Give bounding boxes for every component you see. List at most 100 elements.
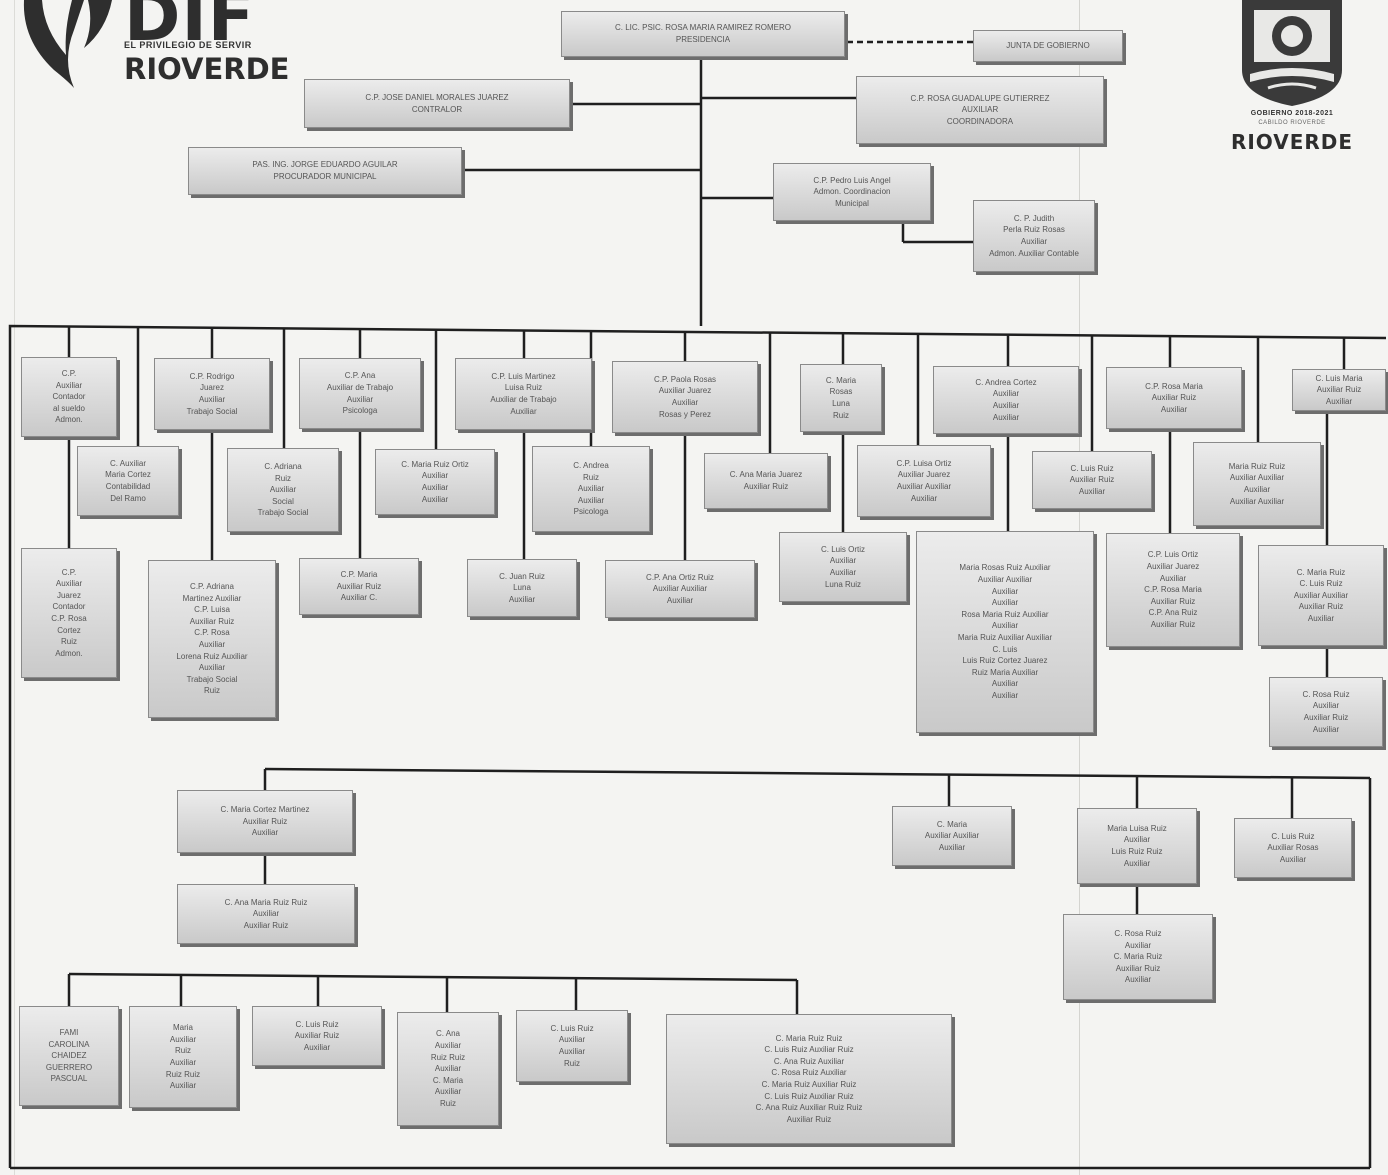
org-box-lower-r1-label: C. Maria Auxiliar Auxiliar Auxiliar bbox=[924, 819, 980, 852]
org-box-dept-8-sub-b-label: C.P. Luis Ortiz Auxiliar Juarez Auxiliar… bbox=[1144, 550, 1202, 629]
org-box-dept-7-sub-b: C. Luis Ruiz Auxiliar Ruiz Auxiliar bbox=[1032, 451, 1152, 509]
org-box-dept-9-sub-b-label: C. Rosa Ruiz Auxiliar Auxiliar Ruiz Auxi… bbox=[1302, 689, 1350, 734]
org-box-dept-9: C. Luis Maria Auxiliar Ruiz Auxiliar bbox=[1292, 369, 1386, 411]
org-box-presidencia-label: C. LIC. PSIC. ROSA MARIA RAMIREZ ROMERO … bbox=[614, 23, 792, 44]
org-box-bottom-3-label: C. Luis Ruiz Auxiliar Ruiz Auxiliar bbox=[294, 1019, 340, 1052]
org-box-dept-7: C. Andrea Cortez Auxiliar Auxiliar Auxil… bbox=[933, 366, 1079, 434]
org-box-dept-4: C.P. Luis Martinez Luisa Ruiz Auxiliar d… bbox=[455, 358, 592, 430]
org-box-dept-4-label: C.P. Luis Martinez Luisa Ruiz Auxiliar d… bbox=[490, 371, 557, 416]
org-box-dept-1-sub-a: C. Auxiliar Maria Cortez Contabilidad De… bbox=[77, 446, 179, 516]
org-box-procuraduria: PAS. ING. JORGE EDUARDO AGUILAR PROCURAD… bbox=[188, 147, 462, 195]
org-box-contralor-label: C.P. JOSE DANIEL MORALES JUAREZ CONTRALO… bbox=[365, 92, 509, 114]
org-box-dept-5-sub-a: C.P. Ana Ortiz Ruiz Auxiliar Auxiliar Au… bbox=[605, 560, 755, 618]
org-box-dept-2: C.P. Rodrigo Juarez Auxiliar Trabajo Soc… bbox=[154, 358, 270, 430]
org-box-bottom-4: C. Ana Auxiliar Ruiz Ruiz Auxiliar C. Ma… bbox=[397, 1012, 499, 1126]
org-box-dept-7-sub-b-label: C. Luis Ruiz Auxiliar Ruiz Auxiliar bbox=[1069, 463, 1115, 496]
org-box-lower-r2-sub: C. Rosa Ruiz Auxiliar C. Maria Ruiz Auxi… bbox=[1063, 914, 1213, 1000]
org-box-dept-8: C.P. Rosa Maria Auxiliar Ruiz Auxiliar bbox=[1106, 367, 1242, 429]
org-box-dept-3-sub-a: C. Maria Ruiz Ortiz Auxiliar Auxiliar Au… bbox=[375, 449, 495, 515]
org-box-bottom-2: Maria Auxiliar Ruiz Auxiliar Ruiz Ruiz A… bbox=[129, 1006, 237, 1108]
org-box-presidencia: C. LIC. PSIC. ROSA MARIA RAMIREZ ROMERO … bbox=[561, 11, 845, 57]
org-box-dept-4-sub-b-label: C. Juan Ruiz Luna Auxiliar bbox=[499, 571, 545, 604]
org-box-coordinacion: C.P. Pedro Luis Angel Admon. Coordinacio… bbox=[773, 163, 931, 221]
org-box-dept-7-sub-c: Maria Rosas Ruiz Auxiliar Auxiliar Auxil… bbox=[916, 531, 1094, 733]
org-box-dept-6-sub-b-label: C. Luis Ortiz Auxiliar Auxiliar Luna Rui… bbox=[820, 544, 865, 589]
org-box-dept-7-sub-a-label: C.P. Luisa Ortiz Auxiliar Juarez Auxilia… bbox=[896, 458, 952, 503]
org-box-lower-r3-label: C. Luis Ruiz Auxiliar Rosas Auxiliar bbox=[1267, 831, 1319, 864]
government-shield-icon bbox=[1242, 0, 1342, 106]
org-box-dept-5: C.P. Paola Rosas Auxiliar Juarez Auxilia… bbox=[612, 361, 758, 433]
org-box-lower-left-sub: C. Ana Maria Ruiz Ruiz Auxiliar Auxiliar… bbox=[177, 884, 355, 944]
government-years: GOBIERNO 2018-2021 bbox=[1250, 110, 1334, 117]
org-box-asistente: C. P. Judith Perla Ruiz Rosas Auxiliar A… bbox=[973, 200, 1095, 272]
org-box-dept-9-sub-a: C. Maria Ruiz C. Luis Ruiz Auxiliar Auxi… bbox=[1258, 545, 1384, 646]
org-box-dept-9-label: C. Luis Maria Auxiliar Ruiz Auxiliar bbox=[1315, 373, 1363, 406]
org-box-lower-left-sub-label: C. Ana Maria Ruiz Ruiz Auxiliar Auxiliar… bbox=[224, 897, 308, 930]
org-box-dept-7-sub-a: C.P. Luisa Ortiz Auxiliar Juarez Auxilia… bbox=[857, 445, 991, 517]
org-box-dept-1-label: C.P. Auxiliar Contador al sueldo Admon. bbox=[52, 369, 86, 425]
org-box-dept-4-sub-b: C. Juan Ruiz Luna Auxiliar bbox=[467, 559, 577, 617]
scan-edge-line bbox=[14, 0, 15, 1175]
org-box-dept-2-label: C.P. Rodrigo Juarez Auxiliar Trabajo Soc… bbox=[186, 371, 238, 416]
dif-logo: DIF EL PRIVILEGIO DE SERVIR RIOVERDE bbox=[14, 0, 289, 92]
org-box-dept-2-sub-a: C. Adriana Ruiz Auxiliar Social Trabajo … bbox=[227, 448, 339, 532]
dif-slogan: EL PRIVILEGIO DE SERVIR bbox=[124, 40, 252, 50]
org-box-dept-6: C. Maria Rosas Luna Ruiz bbox=[800, 364, 882, 432]
org-box-dept-3-sub-b: C.P. Maria Auxiliar Ruiz Auxiliar C. bbox=[299, 558, 419, 615]
org-box-lower-r2-sub-label: C. Rosa Ruiz Auxiliar C. Maria Ruiz Auxi… bbox=[1113, 929, 1163, 985]
dif-brand-text: DIF bbox=[124, 0, 256, 57]
org-box-dept-2-sub-b: C.P. Adriana Martinez Auxiliar C.P. Luis… bbox=[148, 560, 276, 718]
org-box-dept-7-sub-c-label: Maria Rosas Ruiz Auxiliar Auxiliar Auxil… bbox=[957, 563, 1053, 700]
org-box-dept-4-sub-a: C. Andrea Ruiz Auxiliar Auxiliar Psicolo… bbox=[532, 446, 650, 532]
org-box-dept-3-label: C.P. Ana Auxiliar de Trabajo Auxiliar Ps… bbox=[326, 371, 394, 416]
org-box-bottom-6-label: C. Maria Ruiz Ruiz C. Luis Ruiz Auxiliar… bbox=[755, 1033, 863, 1124]
org-box-bottom-4-label: C. Ana Auxiliar Ruiz Ruiz Auxiliar C. Ma… bbox=[430, 1029, 466, 1108]
government-city: RIOVERDE bbox=[1230, 130, 1354, 154]
org-box-procuraduria-label: PAS. ING. JORGE EDUARDO AGUILAR PROCURAD… bbox=[252, 160, 398, 181]
org-box-dept-4-sub-a-label: C. Andrea Ruiz Auxiliar Auxiliar Psicolo… bbox=[573, 461, 609, 517]
org-box-dept-6-sub-b: C. Luis Ortiz Auxiliar Auxiliar Luna Rui… bbox=[779, 532, 907, 602]
org-box-junta: JUNTA DE GOBIERNO bbox=[973, 30, 1123, 62]
org-box-dept-8-sub-a-label: Maria Ruiz Ruiz Auxiliar Auxiliar Auxili… bbox=[1228, 461, 1286, 506]
org-box-lower-left: C. Maria Cortez Martinez Auxiliar Ruiz A… bbox=[177, 790, 353, 853]
org-box-dept-9-sub-b: C. Rosa Ruiz Auxiliar Auxiliar Ruiz Auxi… bbox=[1269, 677, 1383, 747]
org-box-bottom-6: C. Maria Ruiz Ruiz C. Luis Ruiz Auxiliar… bbox=[666, 1014, 952, 1144]
org-box-lower-r3: C. Luis Ruiz Auxiliar Rosas Auxiliar bbox=[1234, 818, 1352, 878]
org-box-bottom-3: C. Luis Ruiz Auxiliar Ruiz Auxiliar bbox=[252, 1006, 382, 1066]
org-box-dept-2-sub-a-label: C. Adriana Ruiz Auxiliar Social Trabajo … bbox=[257, 462, 309, 518]
org-box-dept-3-sub-a-label: C. Maria Ruiz Ortiz Auxiliar Auxiliar Au… bbox=[401, 459, 469, 504]
dif-city: RIOVERDE bbox=[124, 52, 290, 86]
org-box-bottom-5-label: C. Luis Ruiz Auxiliar Auxiliar Ruiz bbox=[550, 1023, 594, 1068]
org-box-dept-6-sub-a: C. Ana Maria Juarez Auxiliar Ruiz bbox=[704, 453, 828, 509]
org-box-dept-5-label: C.P. Paola Rosas Auxiliar Juarez Auxilia… bbox=[653, 374, 717, 419]
org-box-lower-left-label: C. Maria Cortez Martinez Auxiliar Ruiz A… bbox=[220, 805, 310, 838]
org-box-auxiliar-coordinadora-label: C.P. ROSA GUADALUPE GUTIERREZ AUXILIAR C… bbox=[910, 93, 1050, 126]
org-box-dept-9-sub-a-label: C. Maria Ruiz C. Luis Ruiz Auxiliar Auxi… bbox=[1293, 567, 1349, 623]
org-box-dept-6-label: C. Maria Rosas Luna Ruiz bbox=[825, 375, 857, 420]
org-box-lower-r2: Maria Luisa Ruiz Auxiliar Luis Ruiz Ruiz… bbox=[1077, 808, 1197, 884]
org-box-contralor: C.P. JOSE DANIEL MORALES JUAREZ CONTRALO… bbox=[304, 79, 570, 128]
org-box-dept-8-sub-b: C.P. Luis Ortiz Auxiliar Juarez Auxiliar… bbox=[1106, 533, 1240, 647]
org-box-dept-7-label: C. Andrea Cortez Auxiliar Auxiliar Auxil… bbox=[975, 377, 1037, 422]
org-box-dept-2-sub-b-label: C.P. Adriana Martinez Auxiliar C.P. Luis… bbox=[176, 582, 248, 696]
org-box-dept-3-sub-b-label: C.P. Maria Auxiliar Ruiz Auxiliar C. bbox=[336, 570, 382, 603]
org-box-dept-1-sub-b: C.P. Auxiliar Juarez Contador C.P. Rosa … bbox=[21, 548, 117, 678]
org-box-dept-3: C.P. Ana Auxiliar de Trabajo Auxiliar Ps… bbox=[299, 358, 421, 429]
government-logo: GOBIERNO 2018-2021 CABILDO RIOVERDE RIOV… bbox=[1222, 0, 1362, 160]
org-box-bottom-1-label: FAMI CAROLINA CHAIDEZ GUERRERO PASCUAL bbox=[45, 1028, 93, 1084]
org-box-dept-1: C.P. Auxiliar Contador al sueldo Admon. bbox=[21, 357, 117, 437]
org-box-dept-8-label: C.P. Rosa Maria Auxiliar Ruiz Auxiliar bbox=[1145, 381, 1203, 414]
org-box-lower-r1: C. Maria Auxiliar Auxiliar Auxiliar bbox=[892, 806, 1012, 866]
dif-emblem-icon bbox=[23, 0, 112, 88]
org-box-auxiliar-coordinadora: C.P. ROSA GUADALUPE GUTIERREZ AUXILIAR C… bbox=[856, 76, 1104, 144]
org-box-bottom-1: FAMI CAROLINA CHAIDEZ GUERRERO PASCUAL bbox=[19, 1006, 119, 1106]
org-box-asistente-label: C. P. Judith Perla Ruiz Rosas Auxiliar A… bbox=[989, 213, 1079, 258]
org-box-dept-6-sub-a-label: C. Ana Maria Juarez Auxiliar Ruiz bbox=[729, 470, 803, 491]
org-box-dept-5-sub-a-label: C.P. Ana Ortiz Ruiz Auxiliar Auxiliar Au… bbox=[646, 572, 714, 605]
org-box-coordinacion-label: C.P. Pedro Luis Angel Admon. Coordinacio… bbox=[813, 175, 891, 208]
org-box-bottom-2-label: Maria Auxiliar Ruiz Auxiliar Ruiz Ruiz A… bbox=[165, 1023, 201, 1091]
org-box-junta-label: JUNTA DE GOBIERNO bbox=[1006, 41, 1090, 51]
org-box-bottom-5: C. Luis Ruiz Auxiliar Auxiliar Ruiz bbox=[516, 1010, 628, 1082]
